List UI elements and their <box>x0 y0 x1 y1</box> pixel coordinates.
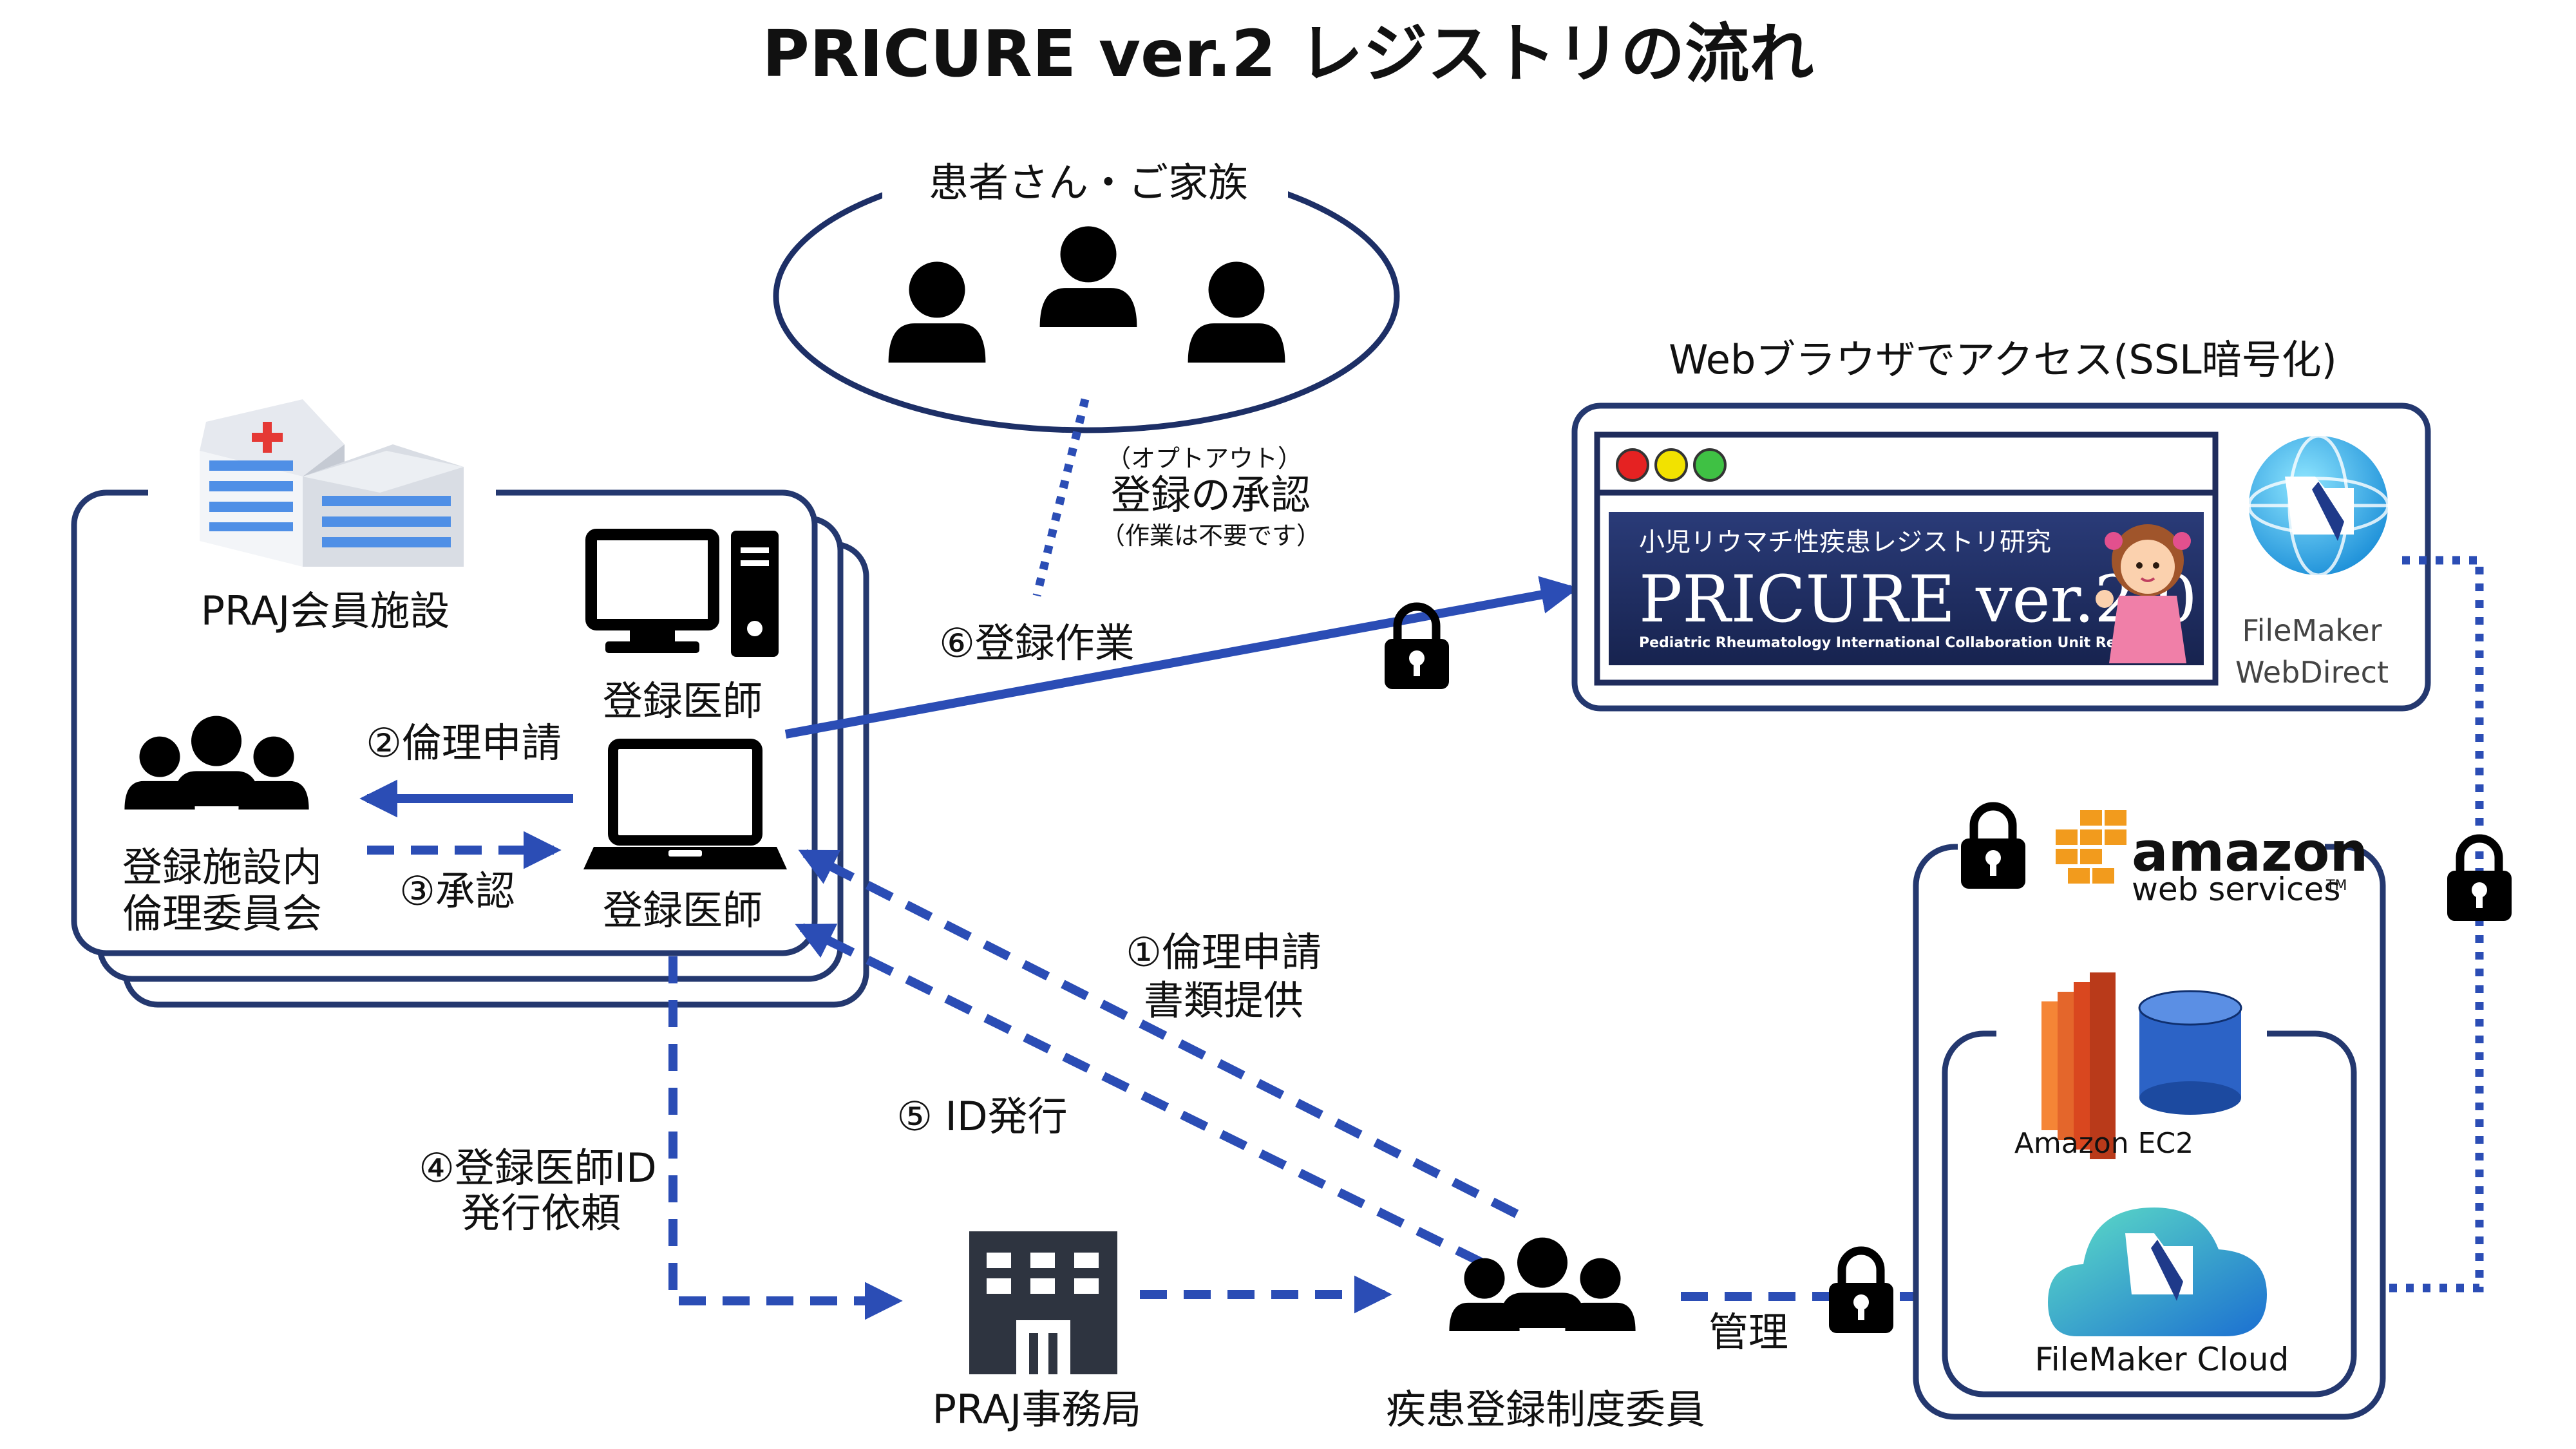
praj-office-label: PRAJ事務局 <box>933 1386 1142 1433</box>
ethics-committee-label-line2: 倫理委員会 <box>122 890 322 937</box>
hospital-icon <box>200 399 464 567</box>
step5-label: ⑤ ID発行 <box>896 1093 1067 1140</box>
window-minimize-dot <box>1654 448 1688 482</box>
amazon-ec2-icon <box>2041 972 2116 1159</box>
laptop-icon <box>583 739 787 869</box>
aws-webservices-text: web services <box>2132 871 2340 908</box>
patients-group: 患者さん・ご家族 <box>773 149 1400 433</box>
aws-logo-icon <box>2056 810 2126 884</box>
step3-label: ③承認 <box>399 867 515 914</box>
pricure-banner <box>1609 512 2204 665</box>
webdirect-cloud-dotted-line <box>2331 556 2484 1293</box>
banner-jp-title: 小児リウマチ性疾患レジストリ研究 <box>1639 527 2051 557</box>
step5-arrow <box>795 923 1484 1267</box>
filemaker-webdirect-icon <box>2247 434 2390 577</box>
doctor-bottom-label: 登録医師 <box>603 887 762 934</box>
patients-label: 患者さん・ご家族 <box>929 159 1248 206</box>
filemaker-webdirect-label-line1: FileMaker <box>2242 613 2382 648</box>
manage-lock-icon <box>1829 1251 1893 1333</box>
office-building-icon <box>969 1231 1117 1374</box>
step4-label-line2: 発行依頼 <box>461 1189 621 1236</box>
praj-facility-label: PRAJ会員施設 <box>201 587 450 634</box>
step4-arrow <box>668 956 903 1320</box>
window-maximize-dot <box>1693 448 1727 482</box>
mascot-girl-icon <box>2096 524 2191 663</box>
window-close-dot <box>1616 448 1649 482</box>
step4-label-line1: ④登録医師ID <box>419 1144 657 1191</box>
banner-subtitle: Pediatric Rheumatology International Col… <box>1639 635 2163 651</box>
step1-label-line1: ①倫理申請 <box>1126 929 1321 976</box>
filemaker-webdirect-label-line2: WebDirect <box>2235 655 2389 690</box>
doctor-top-label: 登録医師 <box>603 677 762 724</box>
optout-note: （オプトアウト） <box>1106 444 1302 473</box>
desktop-computer-icon <box>585 529 779 657</box>
filemaker-cloud-label: FileMaker Cloud <box>2035 1341 2289 1378</box>
step2-label: ②倫理申請 <box>366 719 562 766</box>
registry-committee-icon <box>1449 1237 1636 1331</box>
browser-access-label: Webブラウザでアクセス(SSL暗号化) <box>1669 336 2337 383</box>
optout-approval-label: 登録の承認 <box>1111 471 1311 518</box>
aws-lock-icon <box>1961 806 2025 889</box>
database-icon <box>2138 990 2242 1115</box>
step1-arrow <box>798 849 1519 1218</box>
aws-trademark: TM <box>2325 878 2347 894</box>
optout-no-work-note: （作業は不要です） <box>1101 522 1321 550</box>
step1-label-line2: 書類提供 <box>1144 977 1303 1024</box>
webdirect-lock-icon <box>2447 838 2512 921</box>
diagram-title: PRICURE ver.2 レジストリの流れ <box>762 16 1814 91</box>
registry-committee-label: 疾患登録制度委員 <box>1386 1386 1705 1433</box>
filemaker-cloud-icon <box>2048 1208 2267 1336</box>
amazon-ec2-label: Amazon EC2 <box>2014 1127 2193 1160</box>
optout-dotted-line <box>1032 398 1090 597</box>
step6-arrow <box>784 576 1579 739</box>
manage-label: 管理 <box>1709 1309 1788 1356</box>
aws-amazon-text: amazon <box>2132 820 2368 884</box>
ethics-committee-label-line1: 登録施設内 <box>122 844 322 891</box>
step6-label: ⑥登録作業 <box>939 620 1135 667</box>
